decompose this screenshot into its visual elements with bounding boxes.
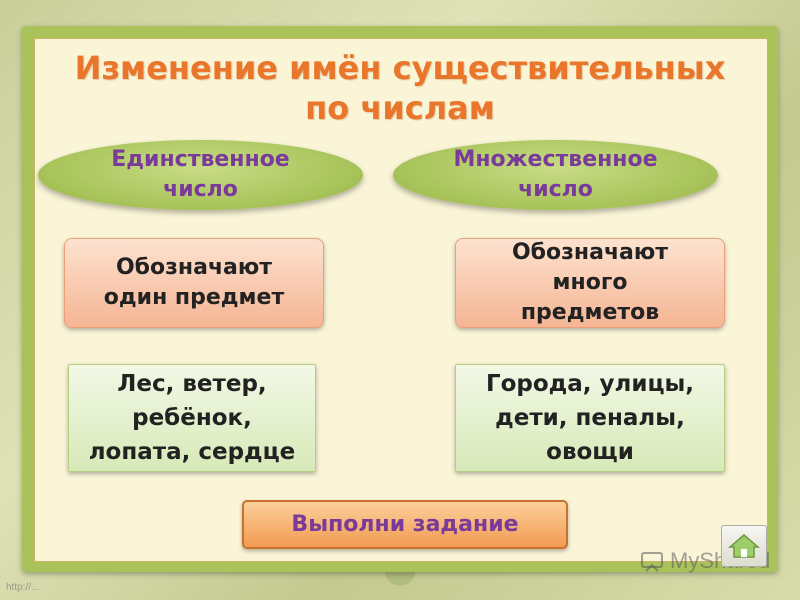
home-icon — [728, 534, 760, 558]
singular-meaning: Обозначают один предмет — [64, 238, 324, 328]
home-button[interactable] — [721, 525, 767, 567]
source-url: http://... — [6, 582, 40, 593]
task-button[interactable]: Выполни задание — [242, 500, 568, 549]
plural-examples: Города, улицы, дети, пеналы, овощи — [455, 364, 725, 472]
singular-examples: Лес, ветер, ребёнок, лопата, сердце — [68, 364, 316, 472]
myshared-logo-icon — [641, 552, 663, 572]
slide-title: Изменение имён существительных по числам — [74, 49, 726, 127]
plural-meaning: Обозначают много предметов — [455, 238, 725, 328]
plural-header: Множественное число — [393, 140, 718, 210]
singular-header: Единственное число — [38, 140, 363, 210]
